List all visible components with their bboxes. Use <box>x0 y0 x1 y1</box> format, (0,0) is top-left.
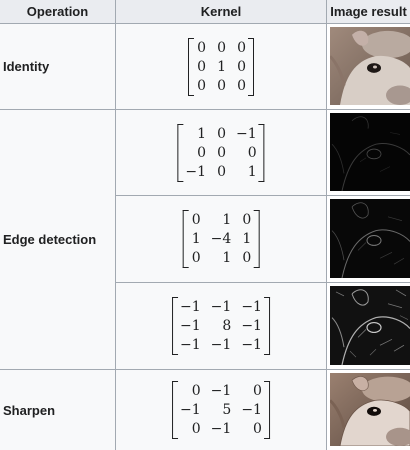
header-image-result-label: Image result <box>330 4 407 19</box>
squirrel-photo-icon <box>330 27 410 105</box>
kernel-value: −1 <box>180 299 201 315</box>
kernel-value: −1 <box>210 337 232 353</box>
right-bracket <box>263 297 270 355</box>
edge-detection-photo-icon <box>330 199 410 278</box>
left-bracket <box>188 37 194 96</box>
kernel-value: −1 <box>241 318 262 334</box>
matrix-grid: −1 −1 −1 −1 8 −1 −1 −1 −1 <box>180 297 262 355</box>
kernel-value: 0 <box>253 383 262 399</box>
image-result-cell <box>327 370 410 450</box>
operation-sharpen: Sharpen <box>0 370 116 450</box>
operation-sharpen-label: Sharpen <box>3 402 56 418</box>
kernel-cell: 0 −1 0 −1 5 −1 0 −1 0 <box>116 370 327 450</box>
kernel-value: 0 <box>237 77 246 94</box>
kernel-value: −1 <box>210 299 232 315</box>
right-bracket <box>248 37 254 96</box>
kernel-value: 1 <box>242 231 252 247</box>
kernel-value: 0 <box>237 39 246 56</box>
kernel-value: −1 <box>180 402 201 418</box>
kernel-matrix: −1 −1 −1 −1 8 −1 −1 −1 −1 <box>172 297 270 355</box>
kernel-value: 1 <box>222 250 232 266</box>
kernel-value: 0 <box>191 250 201 266</box>
right-bracket <box>253 210 260 268</box>
matrix-grid: 0 −1 0 −1 5 −1 0 −1 0 <box>180 381 262 439</box>
kernel-value: 0 <box>217 163 226 180</box>
kernel-value: 1 <box>222 212 232 228</box>
image-result-cell <box>327 196 410 283</box>
kernel-value: 0 <box>217 39 226 56</box>
operation-identity: Identity <box>0 24 116 110</box>
left-bracket <box>172 381 179 439</box>
header-operation-label: Operation <box>26 4 89 19</box>
kernel-value: 0 <box>191 421 201 437</box>
kernel-value: 0 <box>197 77 206 94</box>
left-bracket <box>182 210 189 268</box>
kernel-value: −1 <box>180 318 201 334</box>
operation-edge-detection: Edge detection <box>0 110 116 370</box>
header-kernel-label: Kernel <box>200 4 242 19</box>
kernel-value: 0 <box>217 77 226 94</box>
kernel-value: 0 <box>197 39 206 56</box>
edge-detection-photo-icon <box>330 286 410 365</box>
left-bracket <box>177 123 184 182</box>
kernel-value: 0 <box>247 144 257 161</box>
image-result-cell <box>327 110 410 196</box>
edge-detection-photo-icon <box>330 113 410 191</box>
kernel-value: −1 <box>236 125 257 142</box>
kernel-value: 0 <box>191 212 201 228</box>
kernel-value: 0 <box>237 58 246 75</box>
kernel-value: −1 <box>210 383 232 399</box>
kernel-value: −1 <box>241 337 262 353</box>
kernel-value: −1 <box>185 163 206 180</box>
operation-edge-detection-label: Edge detection <box>3 232 97 247</box>
kernel-value: 0 <box>197 58 206 75</box>
kernel-value: 1 <box>217 58 226 75</box>
kernel-value: 0 <box>217 125 226 142</box>
kernel-value: 8 <box>222 318 232 334</box>
kernel-value: 0 <box>217 144 226 161</box>
kernel-value: −1 <box>210 421 232 437</box>
header-image-result: Image result <box>327 0 410 24</box>
operation-identity-label: Identity <box>3 59 50 74</box>
image-result-cell <box>327 283 410 370</box>
sharpened-photo-icon <box>330 373 410 446</box>
kernel-value: −4 <box>210 231 232 247</box>
kernel-value: −1 <box>180 337 201 353</box>
right-bracket <box>258 123 265 182</box>
kernel-value: −1 <box>241 299 262 315</box>
kernel-value: 5 <box>222 402 232 418</box>
kernel-value: 0 <box>197 144 206 161</box>
kernel-value: −1 <box>241 402 262 418</box>
kernel-cell: −1 −1 −1 −1 8 −1 −1 −1 −1 <box>116 283 327 370</box>
kernel-value: 1 <box>197 125 206 142</box>
left-bracket <box>172 297 179 355</box>
kernel-matrix: 0 −1 0 −1 5 −1 0 −1 0 <box>172 381 270 439</box>
kernel-value: 1 <box>191 231 201 247</box>
kernel-value: 0 <box>253 421 262 437</box>
header-operation: Operation <box>0 0 116 24</box>
header-kernel: Kernel <box>116 0 327 24</box>
image-result-cell <box>327 24 410 110</box>
right-bracket <box>263 381 270 439</box>
kernel-value: 0 <box>242 212 252 228</box>
kernel-value: 0 <box>242 250 252 266</box>
kernel-value: 1 <box>247 163 257 180</box>
kernel-value: 0 <box>191 383 201 399</box>
